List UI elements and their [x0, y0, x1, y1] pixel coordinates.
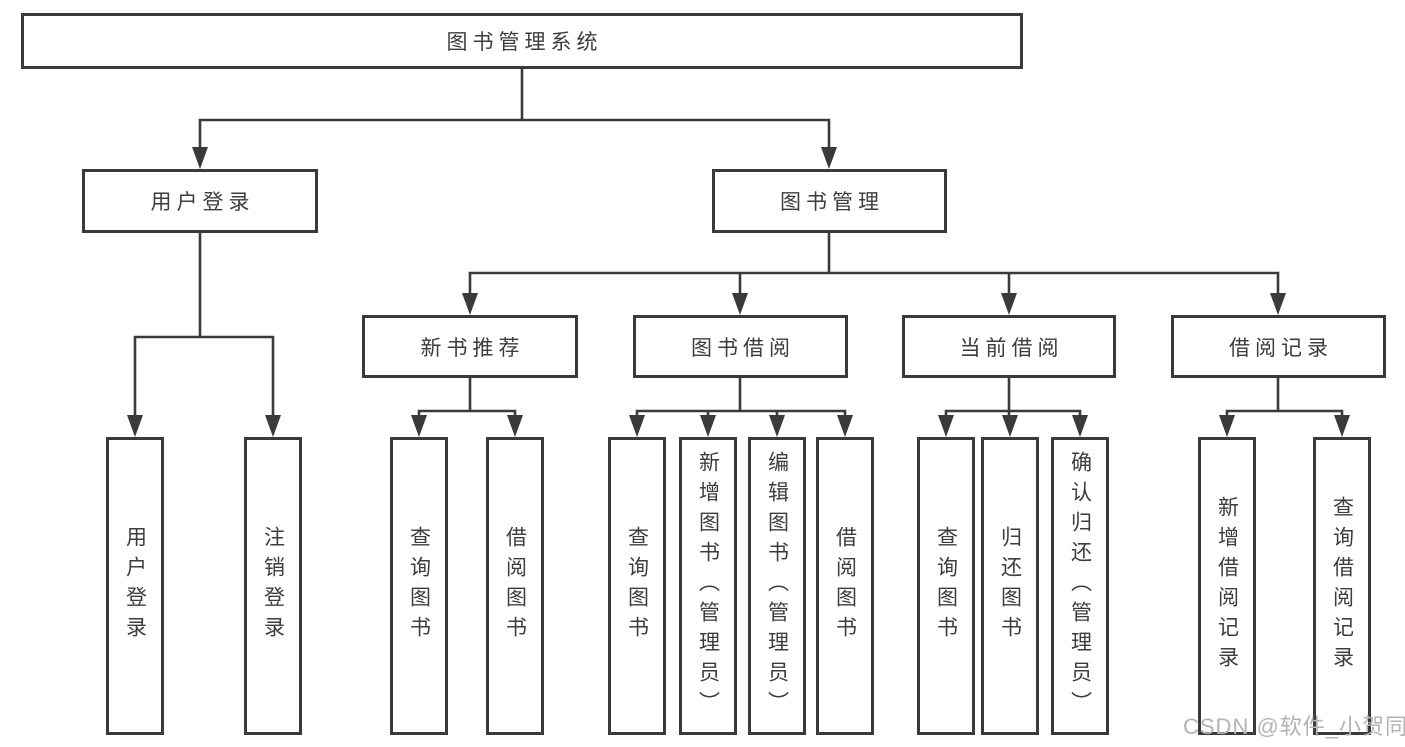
node-book-management: 图书管理 — [712, 169, 947, 233]
node-current-borrow-label: 当前借阅 — [959, 336, 1064, 360]
node-book-borrow-label: 图书借阅 — [691, 336, 795, 360]
node-user-login-label: 用户登录 — [150, 191, 255, 214]
leaf-borrow-edit-books-admin: 编辑图书（管理员） — [748, 437, 806, 735]
leaf-borrow-query-books: 查询图书 — [608, 437, 666, 735]
leaf-current-query-books: 查询图书 — [917, 437, 975, 735]
leaf-user-login: 用户登录 — [106, 437, 164, 735]
node-book-borrow: 图书借阅 — [633, 315, 848, 378]
leaf-records-add-record: 新增借阅记录 — [1198, 437, 1256, 735]
node-current-borrow: 当前借阅 — [902, 315, 1116, 378]
node-book-management-label: 图书管理 — [780, 191, 884, 214]
node-new-book-recommend: 新书推荐 — [362, 315, 578, 378]
node-root-label: 图书管理系统 — [446, 31, 603, 54]
csdn-watermark: CSDN @软件_小贺同学 — [1183, 714, 1405, 739]
leaf-logout: 注销登录 — [244, 437, 302, 735]
leaf-borrow-borrow-books: 借阅图书 — [816, 437, 874, 735]
node-user-login: 用户登录 — [82, 169, 318, 233]
node-new-book-recommend-label: 新书推荐 — [420, 336, 525, 360]
leaf-current-return-books: 归还图书 — [981, 437, 1039, 735]
node-borrow-records: 借阅记录 — [1171, 315, 1386, 378]
leaf-newbook-borrow-books: 借阅图书 — [486, 437, 544, 735]
leaf-borrow-add-books-admin: 新增图书（管理员） — [679, 437, 737, 735]
connector-arrows — [127, 147, 1350, 437]
node-root-system: 图书管理系统 — [21, 13, 1023, 69]
leaf-records-query-record: 查询借阅记录 — [1313, 437, 1371, 735]
leaf-newbook-query-books: 查询图书 — [390, 437, 448, 735]
leaf-current-confirm-return-admin: 确认归还（管理员） — [1051, 437, 1109, 735]
node-borrow-records-label: 借阅记录 — [1229, 336, 1333, 360]
